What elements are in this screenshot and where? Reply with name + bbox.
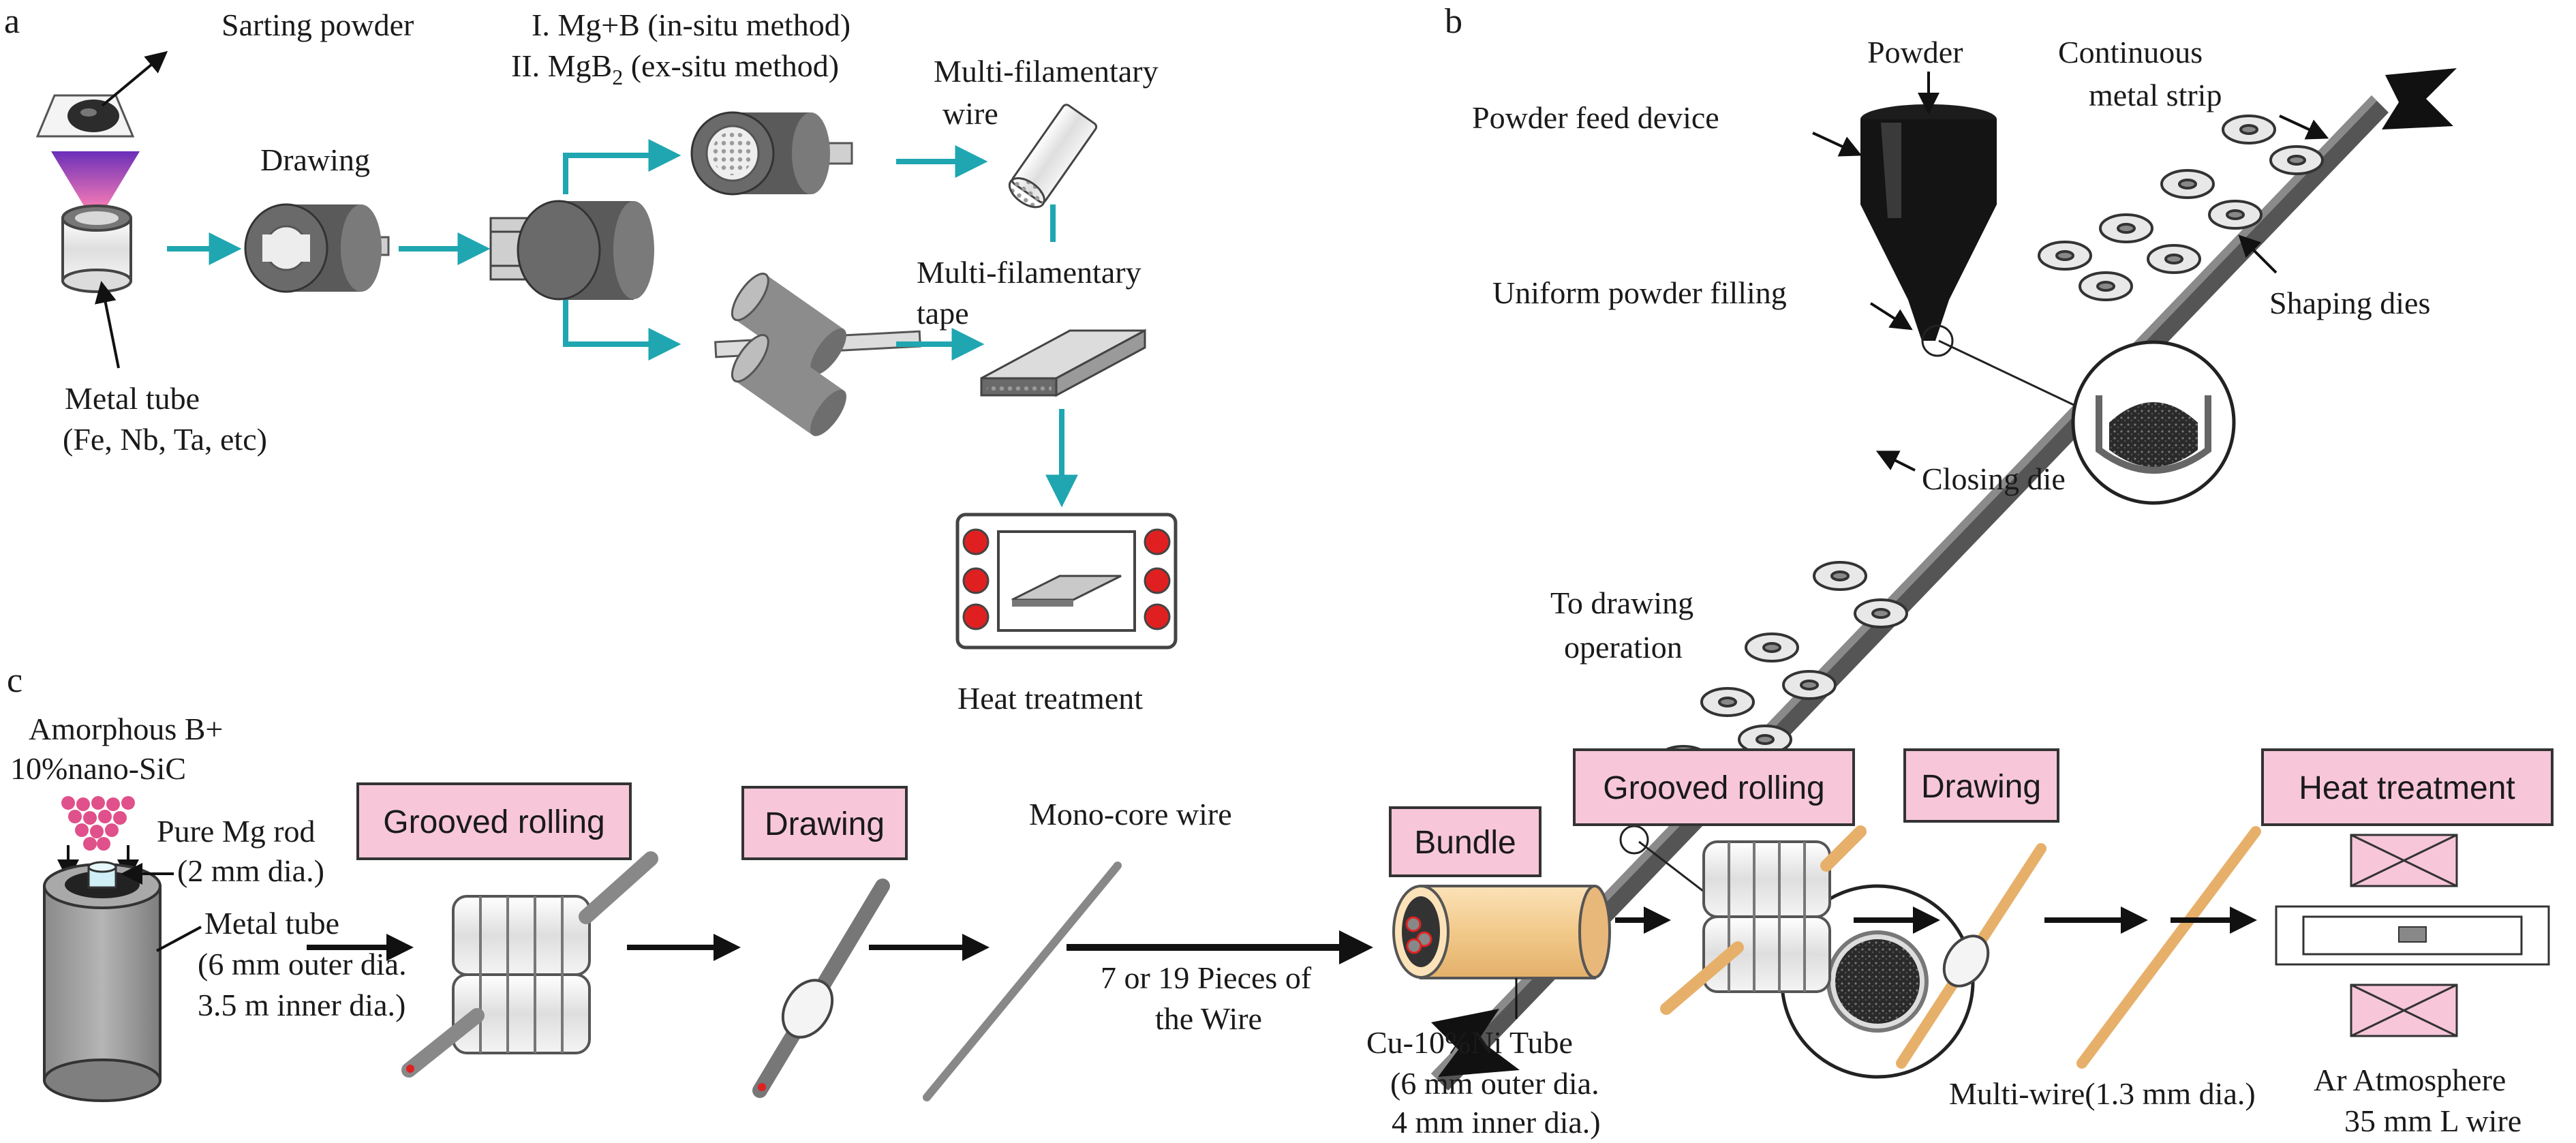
panel-a-letter: a bbox=[4, 2, 20, 41]
panel-c: c Amorphous B+ 10%nano-SiC Pure Mg rod (… bbox=[7, 661, 2554, 1140]
powder-particles-icon bbox=[61, 796, 135, 851]
powder-feed-device-label: Powder feed device bbox=[1472, 100, 1719, 135]
multifilament-die-icon bbox=[690, 111, 853, 196]
drawing-label-c2: Drawing bbox=[1921, 769, 2041, 805]
pure-mg-dia-label: (2 mm dia.) bbox=[177, 853, 324, 888]
metal-tube-c-label: Metal tube bbox=[204, 906, 339, 941]
multifilamentary-wire-label-1: Multi-filamentary bbox=[934, 54, 1159, 89]
rolling-mill-icon bbox=[714, 273, 921, 436]
grooved-rolls-icon-1 bbox=[401, 851, 658, 1078]
starting-powder-label: Sarting powder bbox=[221, 7, 414, 42]
cu-ni-tube-icon bbox=[1392, 885, 1611, 1019]
heat-treatment-label-a: Heat treatment bbox=[957, 681, 1143, 716]
ar-atmosphere-label: Ar Atmosphere bbox=[2314, 1063, 2506, 1097]
strip-pointer bbox=[2279, 115, 2329, 140]
panel-a: a Sarting powder I. Mg+B (in-situ method… bbox=[4, 2, 1178, 716]
powder-label: Powder bbox=[1867, 35, 1963, 70]
feed-device-pointer bbox=[1812, 132, 1862, 157]
bundle-box bbox=[1389, 806, 1542, 877]
nano-sic-label: 10%nano-SiC bbox=[10, 751, 186, 786]
metal-tube-materials-label: (Fe, Nb, Ta, etc) bbox=[63, 422, 267, 457]
method-in-situ-label: I. Mg+B (in-situ method) bbox=[532, 7, 850, 42]
bundle-label: Bundle bbox=[1414, 825, 1516, 861]
cuni-tube-label: Cu-10%Ni Tube bbox=[1366, 1025, 1573, 1060]
grooved-rolling-label-1: Grooved rolling bbox=[383, 804, 605, 840]
closing-die-pointer bbox=[1875, 451, 1916, 472]
metal-tube-label: Metal tube bbox=[65, 381, 200, 416]
heat-treatment-label-c: Heat treatment bbox=[2299, 770, 2515, 806]
continuous-strip-label-2: metal strip bbox=[2089, 78, 2222, 112]
drawing-die-c1-icon bbox=[752, 879, 890, 1098]
drawing-box-2 bbox=[1903, 748, 2059, 823]
mono-core-wire-icon bbox=[923, 862, 1122, 1101]
shaping-dies-label: Shaping dies bbox=[2269, 286, 2430, 320]
to-drawing-label-2: operation bbox=[1564, 630, 1683, 665]
drawing-box-1 bbox=[741, 786, 908, 860]
tube-furnace-icon bbox=[2275, 834, 2550, 1037]
powder-beam-icon bbox=[51, 151, 140, 211]
cuni-inner-label: 4 mm inner dia.) bbox=[1392, 1105, 1601, 1140]
panel-b-letter: b bbox=[1445, 2, 1462, 41]
pieces-label-1: 7 or 19 Pieces of bbox=[1101, 960, 1312, 995]
metal-tube-c-icon bbox=[43, 861, 162, 1102]
method-ex-situ-label: II. MgB2 (ex-situ method) bbox=[511, 48, 839, 89]
cuni-outer-label: (6 mm outer dia. bbox=[1390, 1066, 1599, 1101]
to-drawing-arrow bbox=[1431, 1009, 1520, 1077]
arrow-a-down bbox=[563, 300, 681, 361]
powder-filled-strip-detail bbox=[1921, 324, 2236, 505]
shaping-dies-pointer bbox=[2238, 234, 2278, 274]
arrow-a-up bbox=[563, 139, 681, 194]
grooved-rolling-label-2: Grooved rolling bbox=[1603, 770, 1825, 806]
metal-tube-inner-label: 3.5 m inner dia.) bbox=[198, 988, 405, 1022]
grooved-rolling-box-2 bbox=[1573, 748, 1855, 826]
pure-mg-rod-label: Pure Mg rod bbox=[157, 814, 316, 849]
grooved-rolls-icon-2 bbox=[1660, 825, 1867, 1015]
pieces-label-2: the Wire bbox=[1155, 1001, 1262, 1036]
wire-length-label: 35 mm L wire bbox=[2344, 1103, 2521, 1138]
strip-in-arrow bbox=[2382, 68, 2457, 129]
drawing-label: Drawing bbox=[260, 142, 370, 177]
drawing-die-c2-icon bbox=[1896, 843, 2046, 1069]
closing-die-label: Closing die bbox=[1922, 461, 2066, 496]
metal-tube-outer-label: (6 mm outer dia. bbox=[198, 947, 407, 981]
drawing-die-icon bbox=[244, 203, 390, 293]
filling-pointer bbox=[1869, 302, 1913, 331]
amorphous-b-label: Amorphous B+ bbox=[29, 712, 223, 746]
panel-c-letter: c bbox=[7, 661, 22, 700]
multi-wire-label: Multi-wire(1.3 mm dia.) bbox=[1949, 1076, 2256, 1111]
multifilamentary-wire-icon bbox=[1008, 104, 1098, 209]
mono-core-wire-label: Mono-core wire bbox=[1029, 797, 1232, 832]
multifilamentary-tape-label-1: Multi-filamentary bbox=[917, 255, 1141, 290]
to-drawing-label-1: To drawing bbox=[1550, 585, 1693, 620]
uniform-filling-label: Uniform powder filling bbox=[1492, 275, 1787, 310]
multi-wire-icon bbox=[2076, 826, 2261, 1069]
metal-tube-icon bbox=[61, 204, 132, 369]
powder-feed-hopper-icon bbox=[1860, 104, 1997, 341]
continuous-strip-label-1: Continuous bbox=[2058, 35, 2203, 70]
bundle-die-icon bbox=[489, 200, 654, 301]
drawing-label-c1: Drawing bbox=[765, 806, 885, 842]
multifilamentary-tape-label-2: tape bbox=[917, 296, 969, 331]
furnace-icon bbox=[955, 513, 1178, 650]
powder-plate-icon bbox=[35, 50, 168, 138]
multifilamentary-tape-icon bbox=[980, 329, 1146, 397]
heat-treatment-box bbox=[2261, 748, 2554, 826]
grooved-rolling-box-1 bbox=[356, 782, 632, 860]
multifilamentary-wire-label-2: wire bbox=[942, 96, 998, 131]
panel-b: b bbox=[1431, 2, 2457, 1091]
